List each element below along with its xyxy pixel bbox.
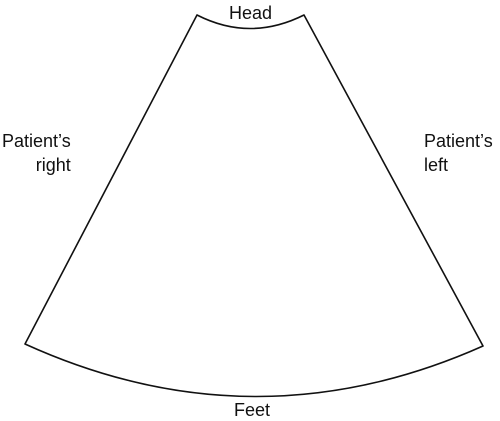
patient-left-label-line-1: Patient’s [424, 131, 493, 151]
patient-right-label-line-1: Patient’s [2, 131, 71, 151]
head-label: Head [229, 3, 273, 23]
patient-left-label: Patient’s left [424, 129, 493, 177]
patient-right-label-line-2: right [35, 155, 71, 175]
patient-left-label-line-2: left [424, 155, 449, 175]
patient-right-label: Patient’s right [2, 129, 71, 177]
feet-label: Feet [234, 400, 271, 420]
sector-outline [24, 14, 484, 398]
